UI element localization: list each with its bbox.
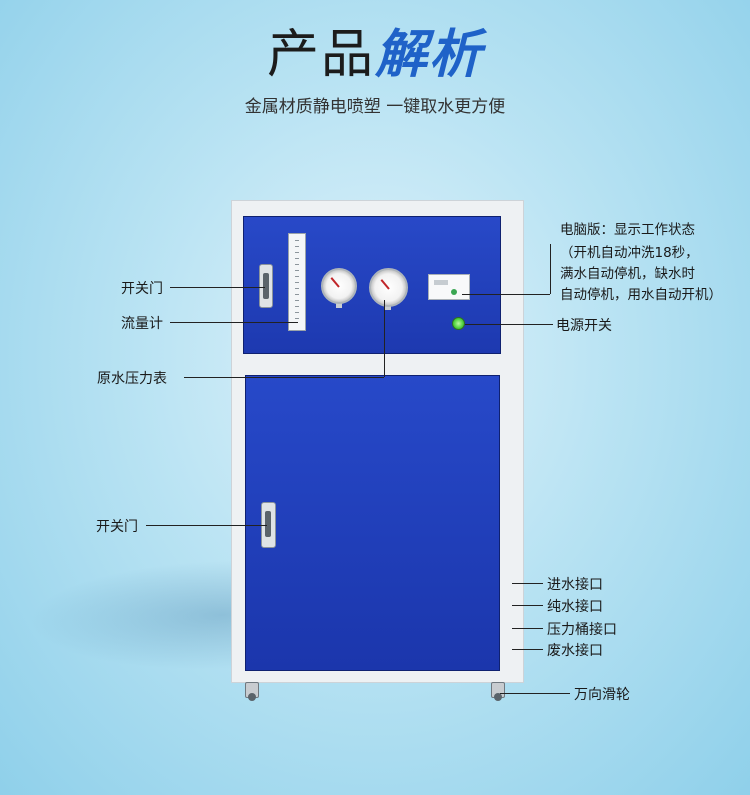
power-switch-button[interactable]: [452, 317, 465, 330]
leader-flowmeter: [170, 322, 298, 323]
raw-water-pressure-gauge: [369, 268, 408, 307]
gauge-stem-left: [336, 300, 342, 308]
caster-wheel-left: [245, 682, 259, 701]
leader-raw-pressure-gauge-h: [184, 377, 384, 378]
leader-power-switch: [465, 324, 553, 325]
leader-inlet: [512, 583, 543, 584]
leader-waste-outlet: [512, 649, 543, 650]
controller-desc-line3: 自动停机，用水自动开机）: [560, 287, 722, 303]
upper-door-handle[interactable]: [259, 264, 273, 308]
leader-raw-pressure-gauge-v: [384, 300, 385, 377]
controller-desc-line1: （开机自动冲洗18秒，: [560, 245, 699, 261]
leader-casters: [500, 693, 570, 694]
label-waste-outlet: 废水接口: [547, 643, 603, 659]
caster-wheel-right: [491, 682, 505, 701]
label-door-top: 开关门: [121, 281, 163, 297]
label-pure-outlet: 纯水接口: [547, 599, 603, 615]
label-raw-pressure-gauge: 原水压力表: [97, 371, 167, 387]
leader-door-top: [170, 287, 265, 288]
pressure-gauge-left: [321, 268, 357, 304]
label-door-bottom: 开关门: [96, 519, 138, 535]
controller-board[interactable]: [428, 274, 470, 300]
label-tank-port: 压力桶接口: [547, 622, 617, 638]
leader-door-bottom: [146, 525, 267, 526]
controller-desc-line2: 满水自动停机，缺水时: [560, 266, 695, 282]
label-flowmeter: 流量计: [121, 316, 163, 332]
flowmeter-tube: [288, 233, 306, 331]
leader-controller-h: [462, 294, 550, 295]
controller-title: 电脑版：显示工作状态: [560, 222, 695, 238]
page-title: 产品解析: [0, 12, 750, 87]
title-part-1: 产品: [266, 25, 375, 85]
leader-pure-outlet: [512, 605, 543, 606]
lower-door-panel[interactable]: [245, 375, 500, 671]
page-subtitle: 金属材质静电喷塑 一键取水更方便: [244, 97, 506, 117]
label-inlet: 进水接口: [547, 577, 603, 593]
title-part-2: 解析: [375, 25, 484, 85]
label-power-switch: 电源开关: [556, 318, 612, 334]
label-casters: 万向滑轮: [574, 687, 630, 703]
leader-controller-v: [550, 244, 551, 294]
leader-tank-port: [512, 628, 543, 629]
